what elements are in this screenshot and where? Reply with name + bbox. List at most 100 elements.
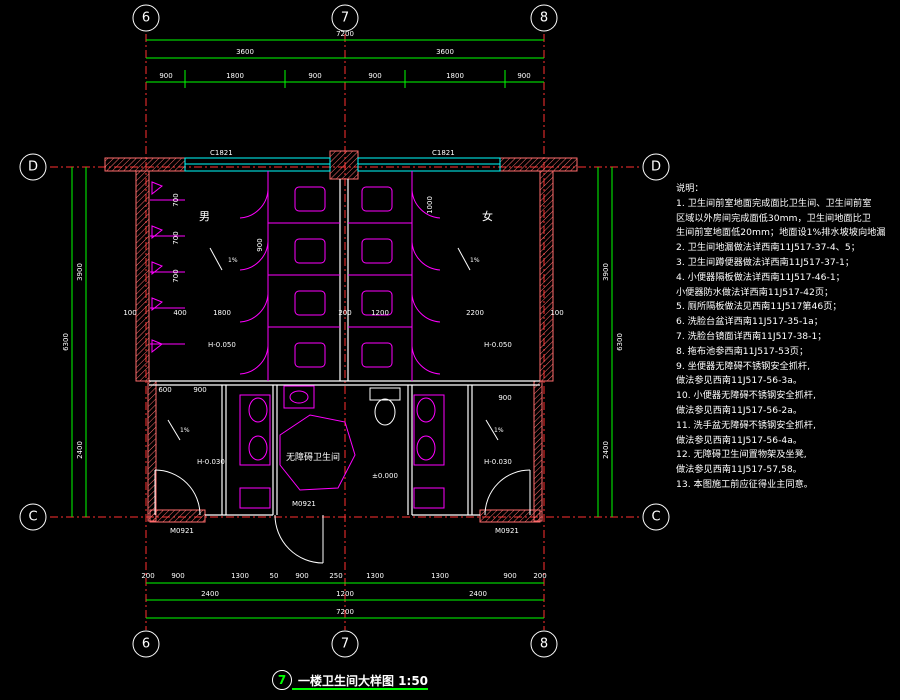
axis-label-d-right: D [651, 160, 661, 175]
note-line: 做法参见西南11J517-56-4a。 [676, 434, 803, 446]
dim-top-seg: 1800 [446, 72, 464, 80]
drawing-number-badge: 7 [272, 670, 292, 690]
dim-left-upper: 3900 [76, 263, 84, 281]
dim-stall-width: 900 [256, 238, 264, 251]
elevation-tag: ±0.000 [372, 472, 398, 480]
slope-mark: 1% [470, 257, 480, 264]
note-line: 做法参见西南11J517-56-2a。 [676, 404, 803, 416]
note-line: 1. 卫生间前室地面完成面比卫生间、卫生间前室 [676, 197, 872, 209]
slope-mark: 1% [494, 427, 504, 434]
note-line: 小便器防水做法详西南11J517-42页； [676, 286, 834, 298]
note-line: 5. 厕所隔板做法见西南11J517第46页； [676, 301, 842, 313]
drawing-title: 7 一楼卫生间大样图 1:50 [272, 670, 428, 690]
elevation-tag: H-0.050 [208, 341, 236, 349]
note-line: 11. 洗手盆无障碍不锈钢安全抓杆, [676, 419, 816, 431]
dim-interior: 100 [123, 309, 136, 317]
exterior-walls [104, 150, 578, 523]
room-label-accessible: 无障碍卫生间 [286, 451, 340, 463]
dimension-texts: 7200 3600 3600 900 1800 900 900 1800 900… [123, 30, 563, 616]
dim-bottom-seg: 50 [270, 572, 279, 580]
dim-interior: 1200 [371, 309, 389, 317]
note-line: 12. 无障碍卫生间置物架及坐凳, [676, 449, 807, 461]
accessible-toilet [369, 387, 401, 426]
stall-partitions [150, 171, 441, 381]
dim-top-seg: 900 [159, 72, 172, 80]
windows [184, 157, 501, 172]
axis-label-c-left: C [28, 510, 37, 525]
slope-mark: 1% [180, 427, 190, 434]
dim-urinal-spacing: 700 [172, 193, 180, 206]
dim-top-total: 7200 [336, 30, 354, 38]
dim-bottom-total: 7200 [336, 608, 354, 616]
dim-stall-width: 1000 [426, 196, 434, 214]
note-line: 2. 卫生间地漏做法详西南11J517-37-4、5； [676, 242, 860, 254]
axis-label-d-left: D [28, 160, 38, 175]
dim-urinal-spacing: 700 [172, 269, 180, 282]
elevation-tag: H-0.030 [484, 458, 512, 466]
axis-label-7-bottom: 7 [341, 637, 349, 652]
door-tag: M0921 [170, 527, 194, 535]
room-label-male: 男 [199, 210, 210, 223]
dim-top-seg: 1800 [226, 72, 244, 80]
wash-basins [239, 385, 445, 509]
dim-bottom-third: 2400 [201, 590, 219, 598]
dim-bottom-seg: 1300 [231, 572, 249, 580]
dimension-lines [71, 39, 613, 619]
dim-interior: 1800 [213, 309, 231, 317]
dim-right-lower: 2400 [602, 441, 610, 459]
note-line: 3. 卫生间蹲便器做法详西南11J517-37-1； [676, 256, 855, 268]
general-notes: 说明： 1. 卫生间前室地面完成面比卫生间、卫生间前室 区域以外房间完成面低30… [676, 182, 896, 493]
elevation-tag: H-0.030 [197, 458, 225, 466]
axis-label-6-top: 6 [142, 11, 150, 26]
dim-interior: 900 [193, 386, 206, 394]
dim-top-half-right: 3600 [436, 48, 454, 56]
note-line: 6. 洗脸台盆详西南11J517-35-1a； [676, 316, 823, 328]
dim-bottom-third: 1200 [336, 590, 354, 598]
elevation-tag: H-0.050 [484, 341, 512, 349]
note-line: 13. 本图施工前应征得业主同意。 [676, 478, 813, 490]
room-labels: 男 女 无障碍卫生间 C1821 C1821 M0921 M0921 M0921… [170, 149, 519, 535]
note-line: 做法参见西南11J517-56-3a。 [676, 375, 803, 387]
grid-bubble-labels: 6 7 8 6 7 8 D C D C [28, 11, 661, 652]
dim-top-seg: 900 [517, 72, 530, 80]
dim-top-seg: 900 [368, 72, 381, 80]
dim-urinal-spacing: 700 [172, 231, 180, 244]
axis-label-c-right: C [651, 510, 660, 525]
interior-walls [149, 179, 540, 516]
note-line: 做法参见西南11J517-57,58。 [676, 464, 802, 476]
dim-interior: 900 [498, 394, 511, 402]
slope-mark: 1% [228, 257, 238, 264]
note-line: 8. 拖布池参西南11J517-53页； [676, 345, 809, 357]
door-tag: M0921 [495, 527, 519, 535]
title-underline [292, 688, 428, 690]
dim-bottom-seg: 200 [533, 572, 546, 580]
window-tag: C1821 [210, 149, 233, 157]
dim-bottom-third: 2400 [469, 590, 487, 598]
dim-right-upper: 3900 [602, 263, 610, 281]
dim-top-half-left: 3600 [236, 48, 254, 56]
window-tag: C1821 [432, 149, 455, 157]
dim-bottom-seg: 900 [503, 572, 516, 580]
drawing-title-text: 一楼卫生间大样图 1:50 [298, 673, 429, 688]
dim-bottom-seg: 1300 [431, 572, 449, 580]
slope-arrows [167, 247, 499, 441]
dim-interior: 400 [173, 309, 186, 317]
note-line: 10. 小便器无障碍不锈钢安全抓杆, [676, 390, 816, 402]
axis-label-8-top: 8 [540, 11, 548, 26]
axis-label-7-top: 7 [341, 11, 349, 26]
note-line: 区域以外房间完成面低30mm，卫生间地面比卫 [676, 212, 871, 224]
dim-left-lower: 2400 [76, 441, 84, 459]
vertical-dimension-texts: 6300 3900 2400 6300 3900 2400 700 700 70… [62, 193, 624, 459]
note-line: 生间前室地面低20mm；地面设1%排水坡坡向地漏 [676, 227, 886, 239]
door-swings [154, 469, 531, 564]
dim-bottom-seg: 900 [171, 572, 184, 580]
dim-left-total: 6300 [62, 333, 70, 351]
dim-bottom-seg: 250 [329, 572, 342, 580]
grid-bubbles [19, 4, 670, 658]
dim-interior: 600 [158, 386, 171, 394]
notes-heading: 说明： [676, 183, 704, 194]
dim-bottom-seg: 900 [295, 572, 308, 580]
dim-top-seg: 900 [308, 72, 321, 80]
dim-bottom-seg: 200 [141, 572, 154, 580]
